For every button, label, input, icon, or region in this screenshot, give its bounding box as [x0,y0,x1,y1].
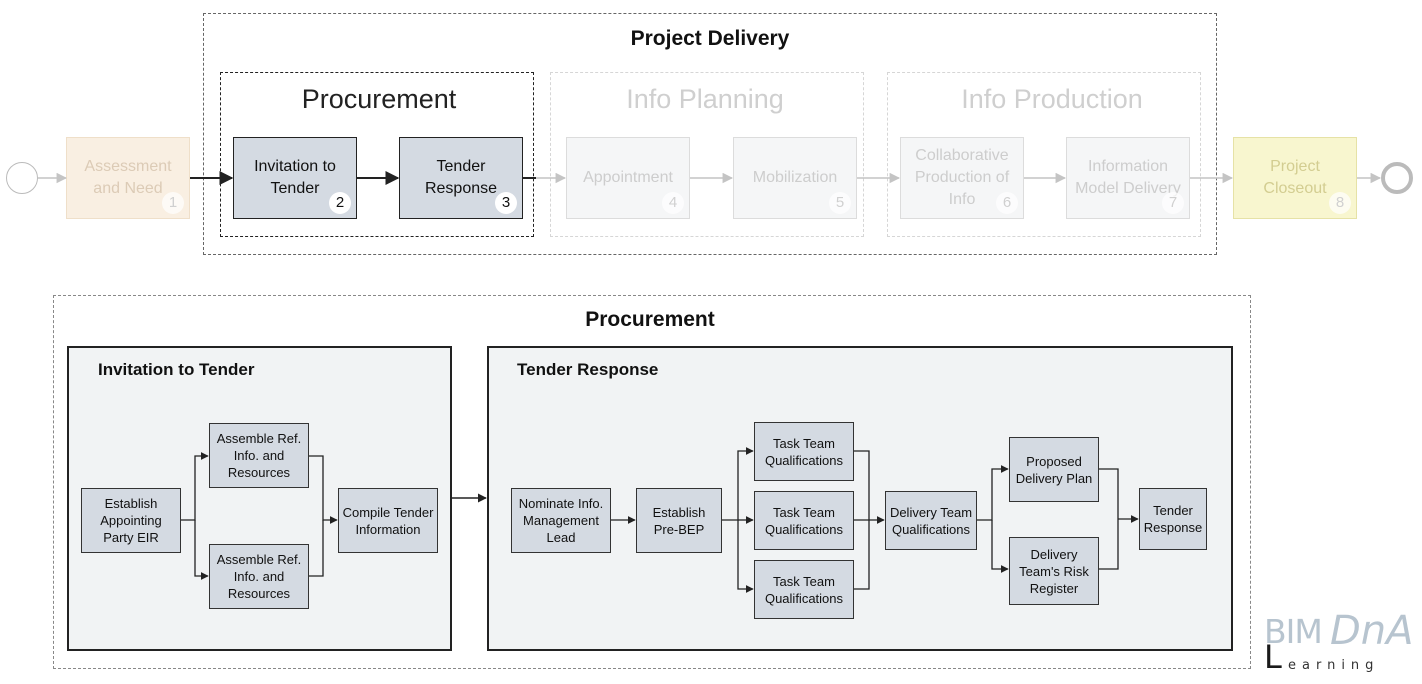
stage-label: Assessment and Need [84,158,172,197]
phase-title-info-planning: Info Planning [626,84,784,114]
phase-frame-info-planning [550,72,864,237]
phase-frame-info-production [887,72,1201,237]
logo-dna-text: DnA [1330,608,1414,654]
procurement-detail-frame [53,295,1251,669]
logo-l-letter: L [1264,638,1282,676]
end-event [1381,162,1413,194]
task-team-qualifications-1[interactable]: Task Team Qualifications [754,422,854,481]
phase-frame-procurement [220,72,534,237]
task-establish-eir[interactable]: Establish Appointing Party EIR [81,488,181,553]
stage-label: Collaborative Production of Info [914,147,1010,208]
stage-number: 2 [329,192,351,214]
task-compile-tender-info[interactable]: Compile Tender Information [338,488,438,553]
task-tender-response[interactable]: Tender Response [1139,488,1207,550]
start-event [6,162,38,194]
phase-title-procurement: Procurement [301,84,457,114]
logo-bim-text: BIM [1264,612,1323,651]
task-establish-pre-bep[interactable]: Establish Pre-BEP [636,488,722,553]
stage-project-closeout[interactable]: Project Closeout 8 [1233,137,1357,219]
logo-learning-text: earning [1288,658,1380,673]
stage-number: 8 [1329,192,1351,214]
stage-label: Appointment [583,169,673,186]
stage-collaborative-production[interactable]: Collaborative Production of Info 6 [900,137,1024,219]
stage-label: Project Closeout [1263,158,1327,197]
bim-dna-logo: BIM DnA L earning [1258,608,1418,680]
stage-information-model-delivery[interactable]: Information Model Delivery 7 [1066,137,1190,219]
phase-title-info-production: Info Production [961,84,1143,114]
task-risk-register[interactable]: Delivery Team's Risk Register [1009,537,1099,605]
stage-number: 6 [996,192,1018,214]
task-team-qualifications-3[interactable]: Task Team Qualifications [754,560,854,619]
stage-label: Information Model Delivery [1075,158,1181,197]
stage-assessment[interactable]: Assessment and Need 1 [66,137,190,219]
task-assemble-ref-info-bottom[interactable]: Assemble Ref. Info. and Resources [209,544,309,609]
stage-appointment[interactable]: Appointment 4 [566,137,690,219]
procurement-detail-title: Procurement [585,308,715,331]
stage-number: 7 [1162,192,1184,214]
project-delivery-frame [203,13,1217,255]
task-proposed-delivery-plan[interactable]: Proposed Delivery Plan [1009,437,1099,502]
tender-response-panel-title: Tender Response [517,360,659,379]
stage-label: Tender Response [424,158,498,197]
task-assemble-ref-info-top[interactable]: Assemble Ref. Info. and Resources [209,423,309,488]
task-nominate-iml[interactable]: Nominate Info. Management Lead [511,488,611,553]
stage-tender-response[interactable]: Tender Response 3 [399,137,523,219]
task-team-qualifications-2[interactable]: Task Team Qualifications [754,491,854,550]
stage-label: Mobilization [752,169,838,186]
task-delivery-team-qualifications[interactable]: Delivery Team Qualifications [885,491,977,550]
invitation-to-tender-panel-title: Invitation to Tender [98,360,255,379]
stage-number: 5 [829,192,851,214]
stage-number: 1 [162,192,184,214]
stage-mobilization[interactable]: Mobilization 5 [733,137,857,219]
stage-label: Invitation to Tender [254,158,336,197]
project-delivery-title: Project Delivery [630,27,790,50]
stage-number: 3 [495,192,517,214]
stage-invitation-to-tender[interactable]: Invitation to Tender 2 [233,137,357,219]
stage-number: 4 [662,192,684,214]
